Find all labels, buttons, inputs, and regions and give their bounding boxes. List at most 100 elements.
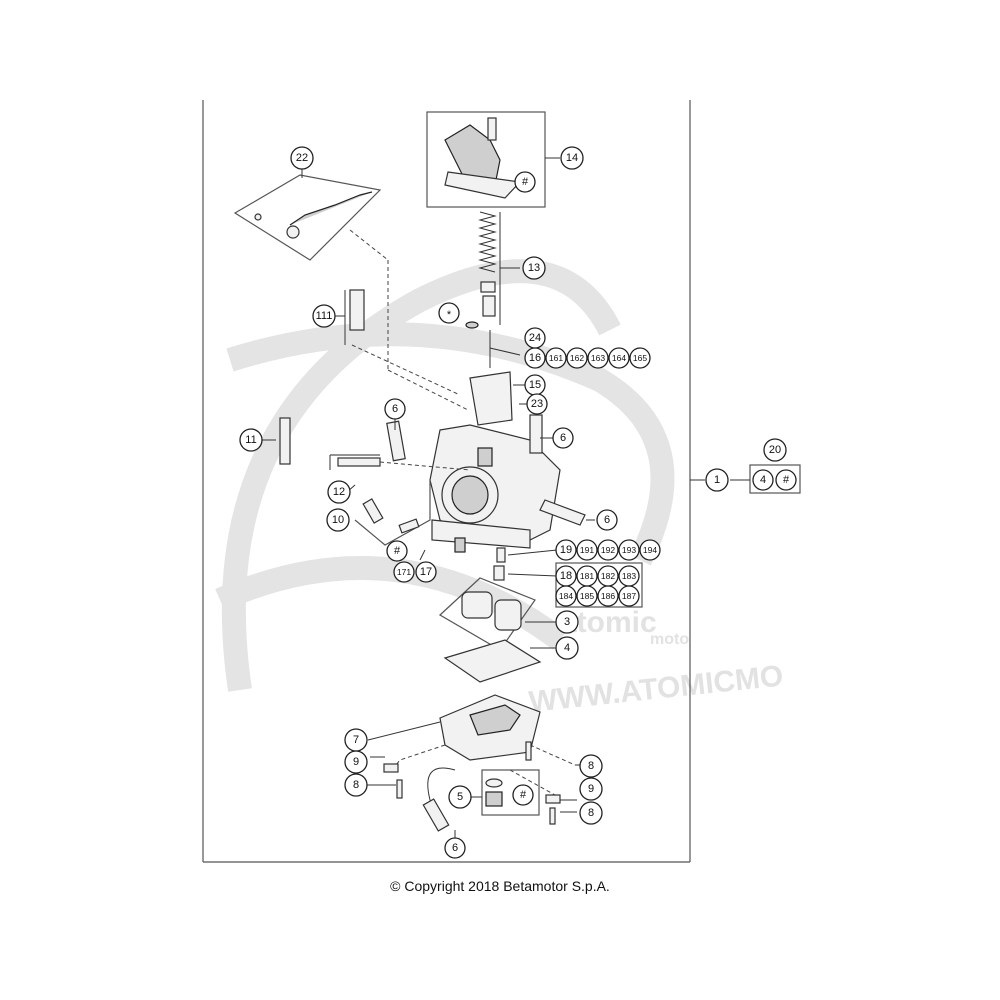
float-bowl-gasket <box>443 639 542 683</box>
callout-8-left: 8 <box>344 773 368 797</box>
jet-assembly <box>354 480 466 553</box>
svg-text:181: 181 <box>580 571 594 581</box>
callout-19: 19 <box>555 539 577 561</box>
callout-193: 193 <box>618 539 640 561</box>
callout-hash-cover: # <box>514 171 536 193</box>
callout-192: 192 <box>597 539 619 561</box>
svg-text:192: 192 <box>601 545 615 555</box>
callout-6-left: 6 <box>384 398 406 420</box>
svg-text:#: # <box>783 474 790 486</box>
svg-text:4: 4 <box>760 474 766 486</box>
svg-text:161: 161 <box>549 353 563 363</box>
svg-text:163: 163 <box>591 353 605 363</box>
svg-text:165: 165 <box>633 353 647 363</box>
throttle-slide <box>469 371 513 426</box>
callout-164: 164 <box>608 347 630 369</box>
callout-9-left: 9 <box>344 750 368 774</box>
callout-181: 181 <box>576 565 598 587</box>
jet-19 <box>496 547 506 563</box>
callout-4: 4 <box>555 636 579 660</box>
watermark-sub: moto <box>650 631 689 648</box>
svg-text:193: 193 <box>622 545 636 555</box>
svg-text:182: 182 <box>601 571 615 581</box>
svg-text:13: 13 <box>528 262 540 274</box>
svg-text:9: 9 <box>588 783 594 795</box>
callout-20-part-4: 4 <box>752 469 774 491</box>
callout-11: 11 <box>239 428 263 452</box>
callout-12: 12 <box>327 480 351 504</box>
callout-184: 184 <box>555 585 577 607</box>
svg-text:183: 183 <box>622 571 636 581</box>
callout-6-bottom: 6 <box>444 837 466 859</box>
svg-text:185: 185 <box>580 591 594 601</box>
svg-text:194: 194 <box>643 545 657 555</box>
svg-text:164: 164 <box>612 353 626 363</box>
svg-text:184: 184 <box>559 591 573 601</box>
svg-text:20: 20 <box>769 444 781 456</box>
callout-hash-jet: # <box>386 540 408 562</box>
svg-text:#: # <box>394 545 401 557</box>
svg-text:#: # <box>520 789 527 801</box>
callout-165: 165 <box>629 347 651 369</box>
callout-187: 187 <box>618 585 640 607</box>
float-bowl <box>367 694 541 761</box>
svg-text:8: 8 <box>588 807 594 819</box>
idle-screw <box>329 454 471 471</box>
air-screw-assembly <box>344 289 461 396</box>
callout-111: 111 <box>312 304 336 328</box>
callout-hash-drain: # <box>512 784 534 806</box>
svg-text:18: 18 <box>560 570 572 582</box>
svg-text:*: * <box>447 309 452 321</box>
svg-text:11: 11 <box>245 434 256 446</box>
svg-text:6: 6 <box>604 514 610 526</box>
watermark-url: WWW.ATOMICMO <box>527 659 785 719</box>
pin-6-left <box>386 420 406 462</box>
pin-6-lower <box>539 499 586 526</box>
callout-9-right: 9 <box>579 777 603 801</box>
svg-text:186: 186 <box>601 591 615 601</box>
svg-text:191: 191 <box>580 545 594 555</box>
callout-6-right-lower: 6 <box>596 509 618 531</box>
callout-16: 16 <box>524 347 546 369</box>
pin-6-upper <box>529 414 543 454</box>
pin-part <box>279 417 291 465</box>
svg-text:23: 23 <box>531 398 543 410</box>
callout-15: 15 <box>524 374 546 396</box>
callout-20-hash: # <box>775 469 797 491</box>
callout-24: 24 <box>524 327 546 349</box>
callout-18: 18 <box>555 565 577 587</box>
svg-text:14: 14 <box>566 152 578 164</box>
svg-text:6: 6 <box>560 432 566 444</box>
svg-text:24: 24 <box>529 332 541 344</box>
callout-6-right-upper: 6 <box>552 427 574 449</box>
callout-7: 7 <box>344 728 368 752</box>
callout-163: 163 <box>587 347 609 369</box>
svg-text:162: 162 <box>570 353 584 363</box>
callout-20: 20 <box>763 438 787 462</box>
svg-text:187: 187 <box>622 591 636 601</box>
callout-23: 23 <box>526 393 548 415</box>
spring <box>465 211 520 329</box>
callout-182: 182 <box>597 565 619 587</box>
callout-8-right-upper: 8 <box>579 754 603 778</box>
copyright-notice: © Copyright 2018 Betamotor S.p.A. <box>390 878 610 894</box>
callout-3: 3 <box>555 610 579 634</box>
svg-text:3: 3 <box>564 616 570 628</box>
cover-assembly <box>426 111 560 208</box>
callout-186: 186 <box>597 585 619 607</box>
svg-text:5: 5 <box>457 791 463 803</box>
callout-17: 17 <box>415 561 437 583</box>
kit-box <box>749 464 801 494</box>
svg-text:8: 8 <box>588 760 594 772</box>
callout-171: 171 <box>393 561 415 583</box>
svg-text:6: 6 <box>392 403 398 415</box>
bowl-hardware <box>383 741 576 832</box>
svg-text:22: 22 <box>296 152 308 164</box>
svg-text:7: 7 <box>353 734 359 746</box>
jet-18 <box>493 565 505 581</box>
float-assembly <box>438 577 557 651</box>
callout-10: 10 <box>326 508 350 532</box>
svg-text:17: 17 <box>420 566 432 578</box>
svg-text:1: 1 <box>714 474 720 486</box>
